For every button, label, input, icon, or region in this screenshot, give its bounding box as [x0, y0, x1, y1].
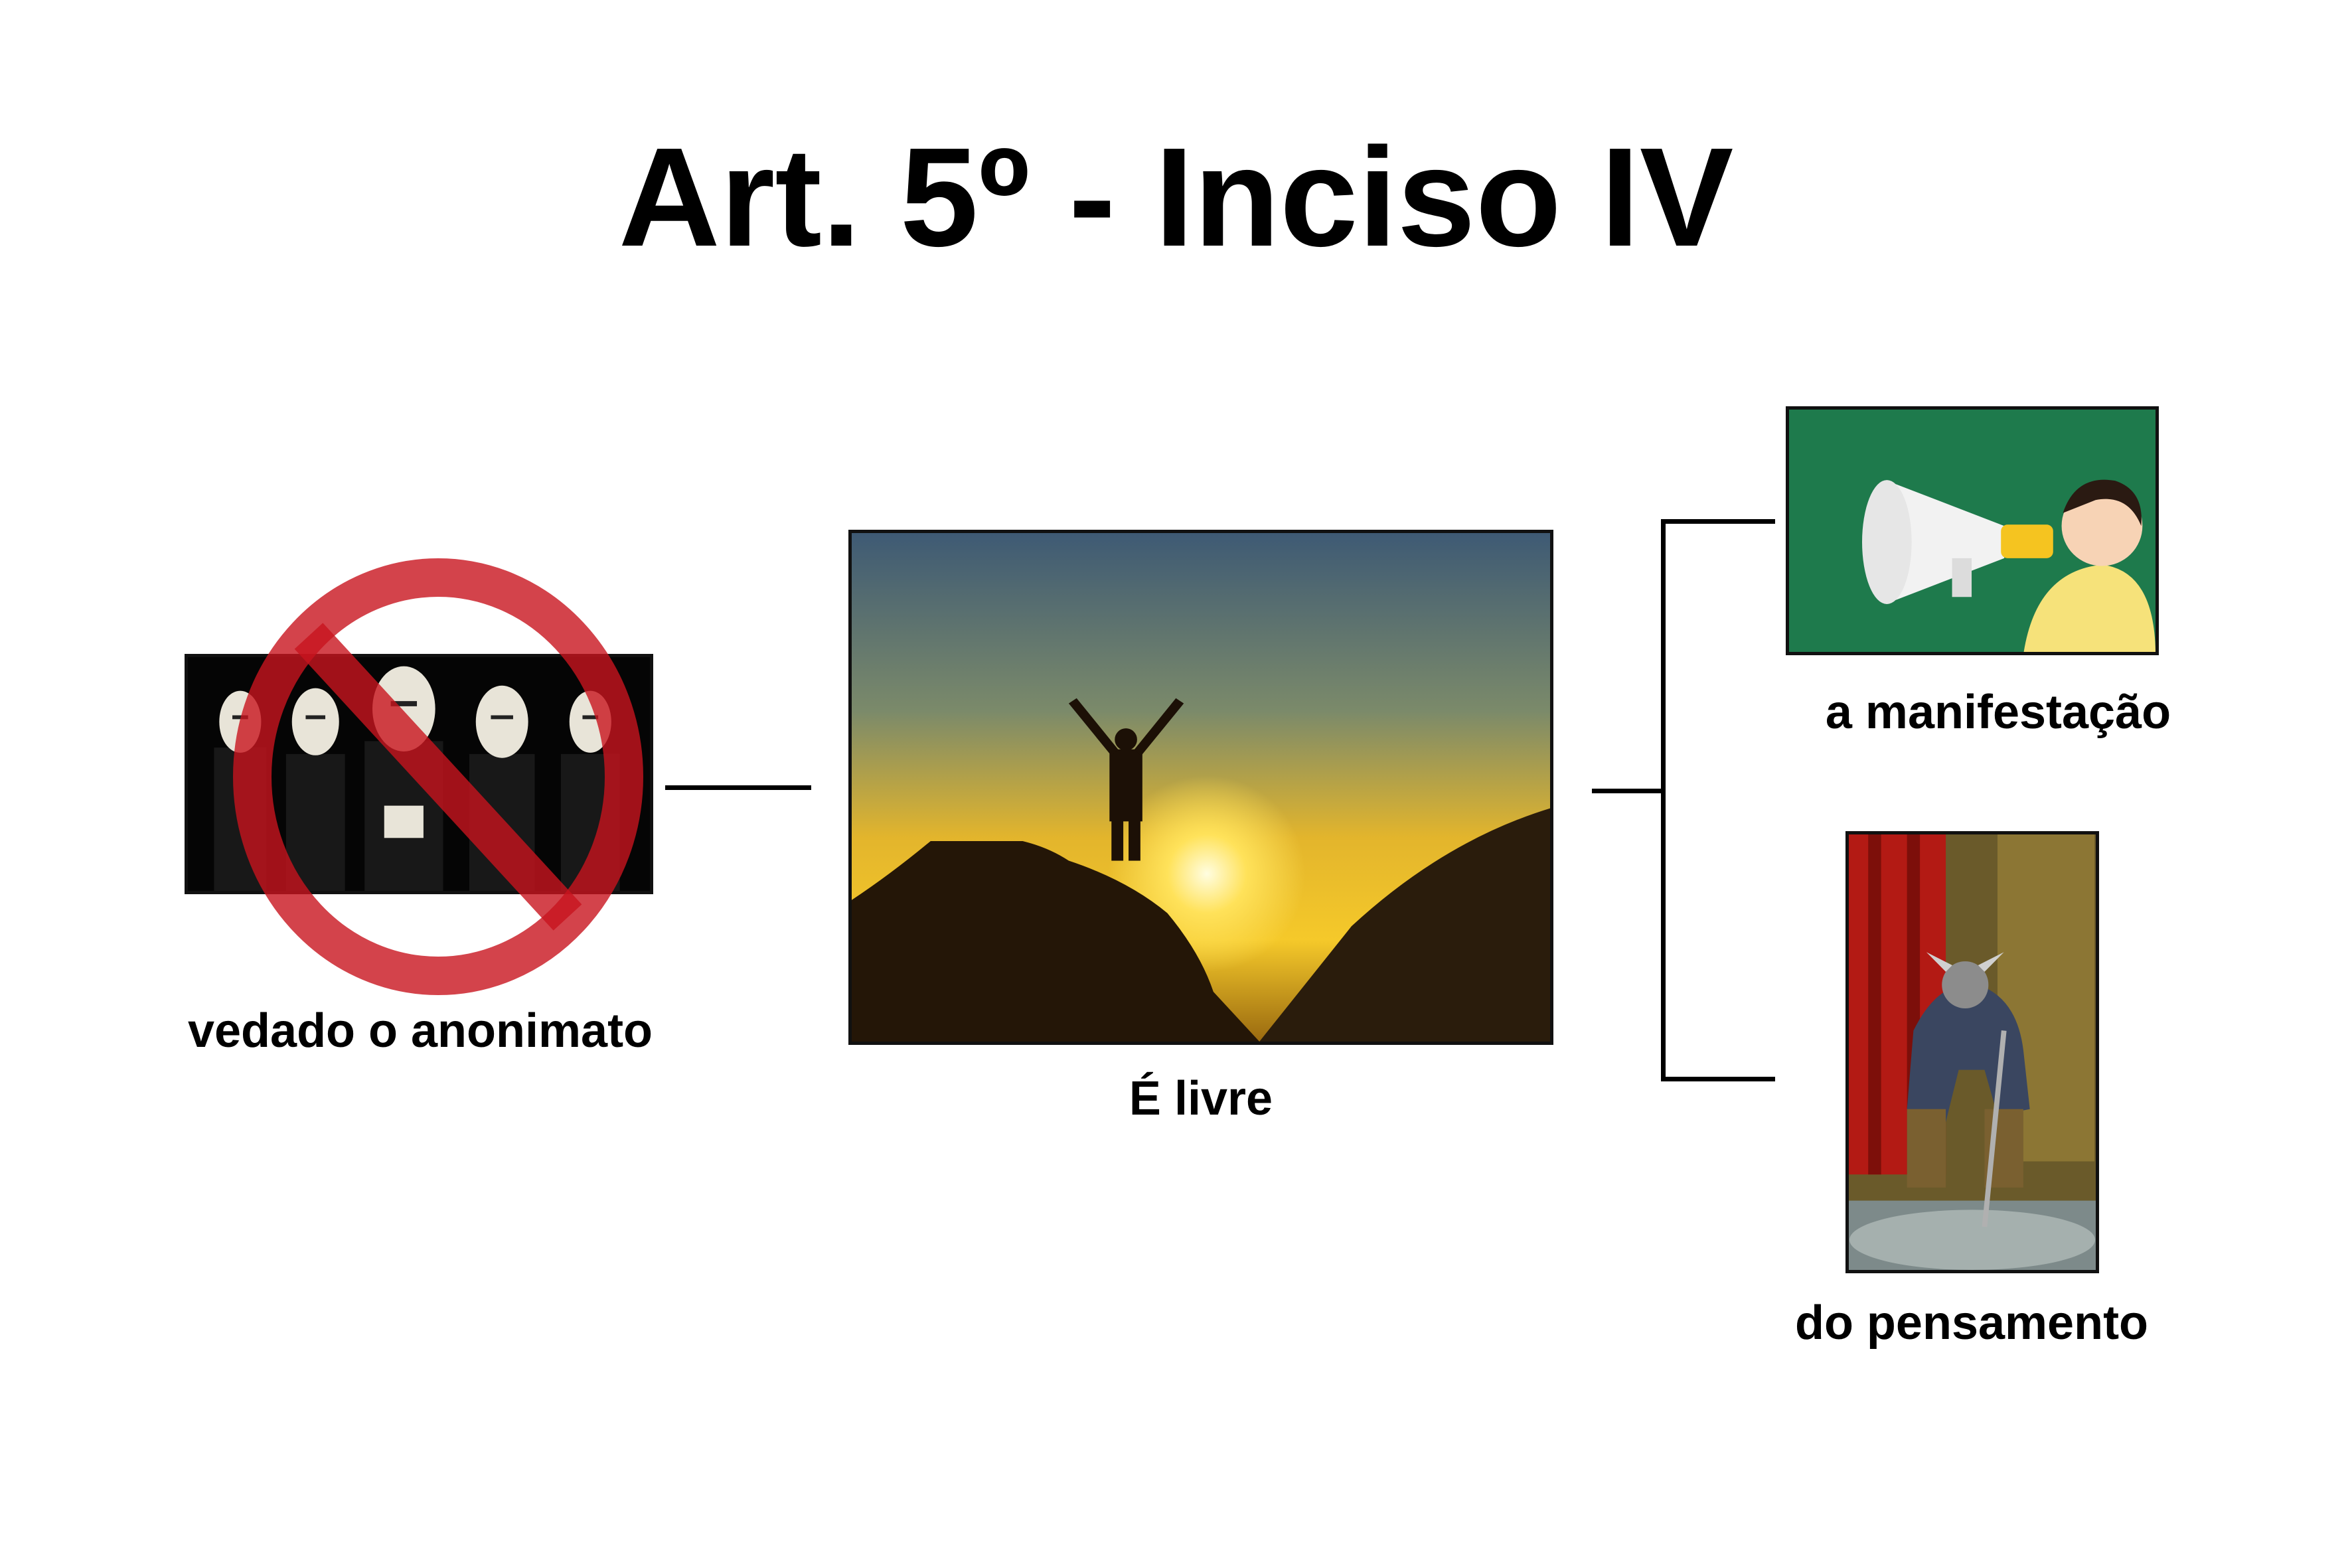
- slide-title: Art. 5º - Inciso IV: [618, 118, 1734, 275]
- connector-center: [1592, 789, 1665, 793]
- megaphone-child-image: [1786, 406, 2159, 655]
- center-label: É livre: [1129, 1072, 1273, 1125]
- sunset-freedom-image: [848, 530, 1553, 1045]
- no-entry-icon: [233, 558, 643, 995]
- right-top-label: a manifestação: [1825, 686, 2171, 739]
- right-bottom-label: do pensamento: [1794, 1296, 2149, 1350]
- left-label: vedado o anonimato: [187, 1004, 653, 1058]
- connector-left: [665, 785, 811, 790]
- thinking-warrior-image: [1845, 831, 2099, 1273]
- bracket-vertical: [1661, 519, 1666, 1081]
- bracket-bottom: [1661, 1077, 1775, 1081]
- bracket-top: [1661, 519, 1775, 524]
